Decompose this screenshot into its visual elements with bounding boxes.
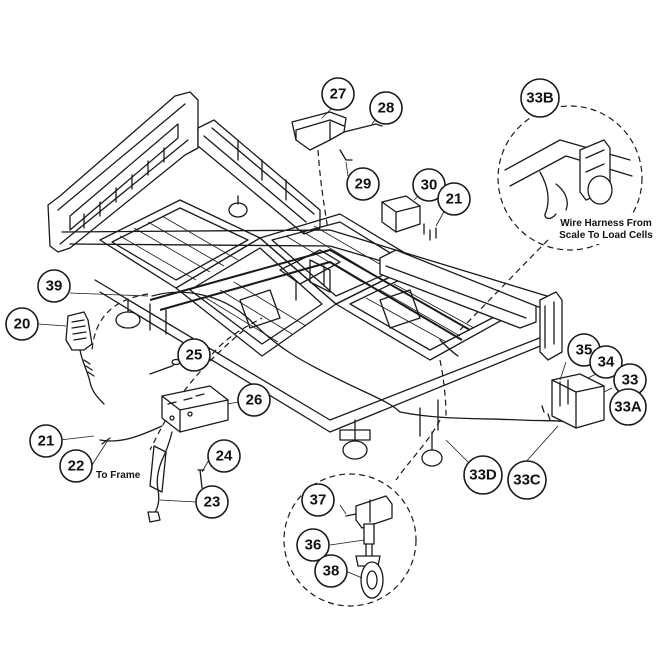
callout-33b-label: 33B (526, 90, 554, 107)
callout-33d-label: 33D (469, 467, 497, 484)
callout-36-label: 36 (305, 537, 322, 554)
callout-21-left: 21 (29, 424, 63, 458)
callout-25: 25 (177, 338, 211, 372)
callout-33c: 33C (507, 460, 547, 500)
bed-frame (47, 91, 563, 467)
callout-35-label: 35 (576, 342, 593, 359)
callout-leaders (37, 107, 613, 579)
dashed-leaders (91, 149, 551, 481)
callout-37-label: 37 (310, 492, 327, 509)
harness-note-line1: Wire Harness From (560, 218, 652, 229)
harness-note-line2: Scale To Load Cells (559, 230, 653, 241)
callout-28-label: 28 (378, 100, 395, 117)
bracket-part-27 (291, 111, 383, 161)
callout-21-right: 21 (437, 182, 471, 216)
callout-24: 24 (207, 439, 241, 473)
callout-20-label: 20 (14, 316, 31, 333)
to-frame-note: To Frame (96, 470, 141, 481)
callout-21-right-label: 21 (446, 191, 463, 208)
callout-23: 23 (195, 485, 229, 519)
callout-34: 34 (589, 345, 623, 379)
callout-26: 26 (237, 383, 271, 417)
callout-25-label: 25 (186, 347, 203, 364)
callout-22-label: 22 (68, 458, 85, 475)
junction-box-part (381, 195, 437, 241)
callout-28: 28 (369, 91, 403, 125)
callout-33: 33 (613, 363, 647, 397)
callout-29: 29 (346, 167, 380, 201)
control-box-part (99, 358, 229, 523)
wiring (151, 291, 581, 423)
callout-36: 36 (296, 528, 330, 562)
callout-37: 37 (301, 483, 335, 517)
side-bracket-part (541, 373, 605, 429)
detail-caster-circle (283, 473, 417, 607)
callout-22: 22 (59, 449, 93, 483)
callout-27-label: 27 (330, 86, 347, 103)
callout-39: 39 (37, 269, 71, 303)
callout-39-label: 39 (46, 278, 63, 295)
callout-38-label: 38 (323, 563, 340, 580)
callout-33b: 33B (520, 78, 560, 118)
callout-33-label: 33 (622, 372, 639, 389)
callout-38: 38 (314, 554, 348, 588)
callout-33a-label: 33A (614, 399, 642, 416)
callout-20: 20 (5, 307, 39, 341)
callout-24-label: 24 (216, 448, 233, 465)
callout-30-label: 30 (421, 177, 438, 194)
callout-23-label: 23 (204, 494, 221, 511)
harness-note: Wire Harness From Scale To Load Cells (556, 216, 660, 244)
callout-34-label: 34 (598, 354, 615, 371)
callout-26-label: 26 (246, 392, 263, 409)
callout-33a: 33A (609, 388, 647, 426)
callout-33c-label: 33C (513, 472, 541, 489)
callout-29-label: 29 (355, 176, 372, 193)
callout-21-left-label: 21 (38, 433, 55, 450)
hand-pendant-part (65, 311, 105, 405)
detail-33b-circle (497, 105, 643, 251)
callout-27: 27 (321, 77, 355, 111)
callout-33d: 33D (463, 455, 503, 495)
